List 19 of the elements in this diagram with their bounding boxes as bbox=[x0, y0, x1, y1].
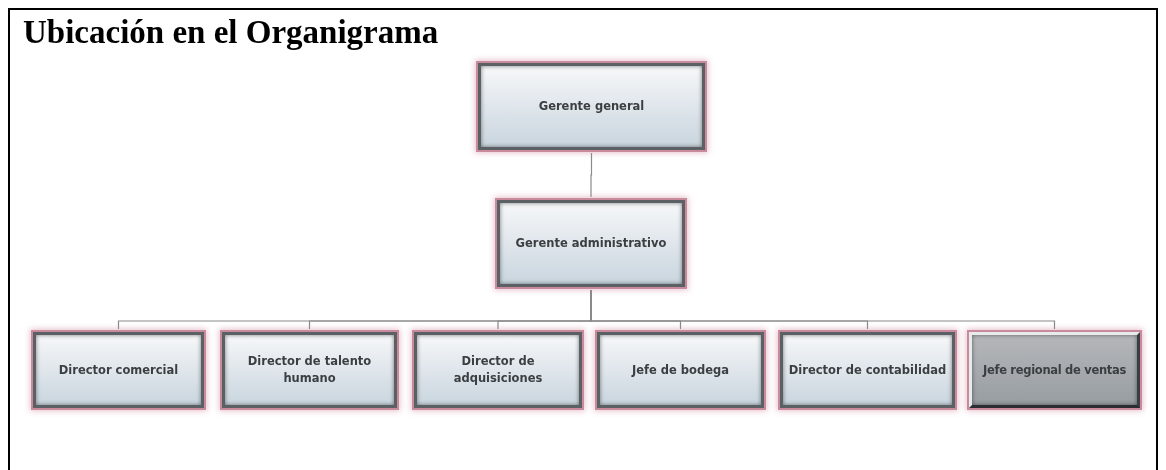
position-title: Gerente administrativo bbox=[515, 235, 667, 252]
position-title: Gerente general bbox=[538, 98, 645, 115]
position-title: Director de talento humano bbox=[246, 353, 373, 387]
position-box bbox=[969, 332, 1140, 408]
title: Ubicación en el Organigrama bbox=[23, 14, 439, 51]
position-title: Jefe regional de ventas bbox=[982, 361, 1126, 379]
connector-line bbox=[590, 289, 1056, 330]
position-title: Director de adquisiciones bbox=[452, 353, 544, 387]
position-box bbox=[478, 63, 705, 150]
position-box bbox=[33, 332, 204, 408]
position-box bbox=[780, 332, 955, 408]
position-title: Jefe de bodega bbox=[631, 361, 730, 379]
position-title: Director de contabilidad bbox=[788, 361, 947, 379]
connector-line bbox=[590, 152, 593, 198]
position-box bbox=[597, 332, 764, 408]
position-box bbox=[414, 332, 582, 408]
position-box bbox=[222, 332, 397, 408]
position-title: Director comercial bbox=[58, 361, 179, 379]
position-box bbox=[497, 200, 685, 287]
